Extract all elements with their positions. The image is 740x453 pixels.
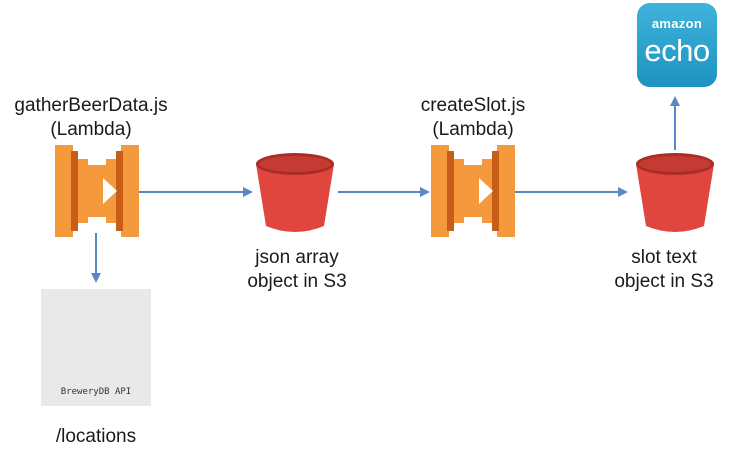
create-lambda-label: createSlot.js (Lambda) bbox=[393, 94, 553, 142]
slot-bucket-line2: object in S3 bbox=[614, 271, 714, 292]
lambda-icon-gather bbox=[55, 145, 139, 237]
amazon-echo-logo: amazon echo bbox=[637, 3, 717, 87]
lambda-icon-create bbox=[431, 145, 515, 237]
gather-lambda-runtime: (Lambda) bbox=[50, 119, 132, 140]
gather-lambda-label: gatherBeerData.js (Lambda) bbox=[6, 94, 176, 142]
brewerydb-api-box: BreweryDB API bbox=[41, 289, 151, 406]
json-bucket-label: json array object in S3 bbox=[222, 246, 372, 294]
slot-bucket-label: slot text object in S3 bbox=[590, 246, 738, 294]
gather-lambda-name: gatherBeerData.js bbox=[14, 95, 168, 116]
echo-brand-text: amazon bbox=[651, 16, 703, 31]
echo-product-text: echo bbox=[644, 33, 710, 68]
slot-bucket-line1: slot text bbox=[631, 247, 697, 268]
json-bucket-line2: object in S3 bbox=[247, 271, 347, 292]
create-lambda-runtime: (Lambda) bbox=[432, 119, 514, 140]
s3-bucket-icon-json bbox=[256, 153, 334, 232]
json-bucket-line1: json array bbox=[255, 247, 339, 268]
brewery-endpoint-label: /locations bbox=[55, 426, 137, 447]
brewerydb-caption: BreweryDB API bbox=[60, 387, 132, 397]
s3-bucket-icon-slot bbox=[636, 153, 714, 232]
create-lambda-name: createSlot.js bbox=[420, 95, 526, 116]
